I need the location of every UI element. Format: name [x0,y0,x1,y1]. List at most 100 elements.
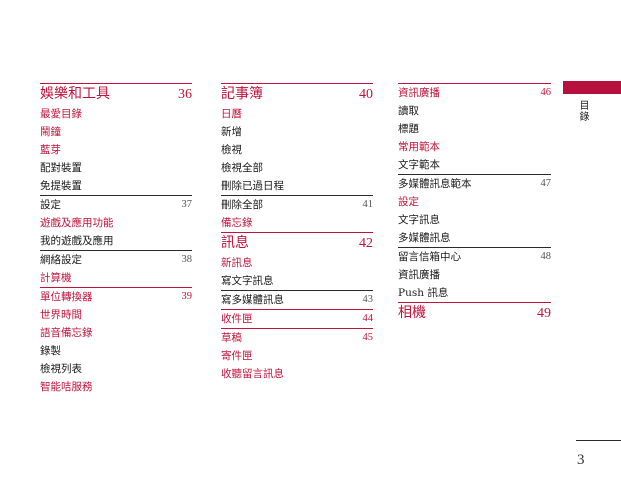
toc-entry-title: 備忘錄 [221,217,253,229]
toc-entry[interactable]: 常用範本 [398,138,551,156]
toc-entry-title: 新訊息 [221,257,253,269]
toc-entry-title: 寫文字訊息 [221,275,274,287]
toc-entry-title: 世界時間 [40,309,82,321]
toc-entry-title: 文字訊息 [398,214,440,226]
toc-entry[interactable]: 多媒體訊息 [398,229,551,247]
toc-entry[interactable]: 文字訊息 [398,211,551,229]
toc-entry-title: 配對裝置 [40,162,82,174]
toc-entry[interactable]: 語音備忘錄 [40,324,192,342]
toc-entry[interactable]: 新訊息 [221,254,373,272]
toc-entry[interactable]: 資訊廣播 [398,266,551,284]
toc-entry[interactable]: 草稿 45 [221,328,373,347]
toc-entry[interactable]: 訊息 42 [221,232,373,254]
toc-entry-title: 刪除已過日程 [221,180,284,192]
toc-entry-page: 45 [362,332,374,343]
toc-entry[interactable]: 收聽留言訊息 [221,365,373,383]
toc-entry-page: 44 [362,313,374,324]
toc-entry-title: 留言信箱中心 [398,251,461,263]
toc-entry-title: 藍芽 [40,144,61,156]
toc-entry-title: 刪除全部 [221,199,263,211]
toc-entry-page: 41 [362,199,374,210]
toc-entry-title: 寄件匣 [221,350,253,362]
toc-entry[interactable]: 留言信箱中心 48 [398,247,551,266]
bottom-rule [576,440,621,441]
toc-entry[interactable]: 刪除全部 41 [221,195,373,214]
toc-entry-title: 鬧鐘 [40,126,61,138]
toc-entry[interactable]: 多媒體訊息範本 47 [398,174,551,193]
toc-entry[interactable]: 娛樂和工具 36 [40,83,192,105]
toc-entry[interactable]: 日曆 [221,105,373,123]
toc-entry-title: 資訊廣播 [398,269,440,281]
toc-entry-title: 讀取 [398,105,419,117]
toc-entry[interactable]: 新增 [221,123,373,141]
toc-entry-title: 設定 [398,196,419,208]
toc-entry-page: 40 [359,87,373,102]
toc-entry-title: 草稿 [221,332,242,344]
toc-entry[interactable]: 設定 [398,193,551,211]
toc-entry-title: 遊戲及應用功能 [40,217,114,229]
toc-entry-page: 37 [181,199,193,210]
toc-entry[interactable]: 文字範本 [398,156,551,174]
section-tab [563,81,621,94]
toc-entry-title: 我的遊戲及應用 [40,235,114,247]
toc-entry-page: 48 [540,251,552,262]
toc-entry[interactable]: 檢視列表 [40,360,192,378]
toc-entry[interactable]: 世界時間 [40,306,192,324]
toc-entry[interactable]: 刪除已過日程 [221,177,373,195]
toc-entry[interactable]: 標題 [398,120,551,138]
toc-entry[interactable]: 讀取 [398,102,551,120]
toc-entry[interactable]: 配對裝置 [40,159,192,177]
toc-entry-title: 檢視 [221,144,242,156]
toc-entry-page: 42 [359,236,373,251]
toc-entry-title: 智能咭服務 [40,381,93,393]
toc-entry-page: 36 [178,87,192,102]
toc-entry[interactable]: 藍芽 [40,141,192,159]
toc-entry-title: 多媒體訊息範本 [398,178,472,190]
toc-entry-title: 多媒體訊息 [398,232,451,244]
toc-entry-page: 43 [362,294,374,305]
toc-entry-title: Push 訊息 [398,287,449,299]
toc-entry[interactable]: 檢視 [221,141,373,159]
toc-entry-title: 最愛目錄 [40,108,82,120]
toc-entry[interactable]: 檢視全部 [221,159,373,177]
toc-entry-title: 資訊廣播 [398,87,440,99]
toc-entry-title: 訊息 [221,235,249,251]
toc-entry-title: 新增 [221,126,242,138]
toc-entry-title: 錄製 [40,345,61,357]
toc-entry-title: 免提裝置 [40,180,82,192]
toc-entry-page: 38 [181,254,193,265]
toc-entry[interactable]: 智能咭服務 [40,378,192,396]
toc-entry-title: 單位轉換器 [40,291,93,303]
toc-entry-title: 日曆 [221,108,242,120]
toc-entry[interactable]: 寫文字訊息 [221,272,373,290]
toc-entry[interactable]: 備忘錄 [221,214,373,232]
toc-entry[interactable]: 遊戲及應用功能 [40,214,192,232]
toc-entry[interactable]: 錄製 [40,342,192,360]
toc-entry-page: 47 [540,178,552,189]
toc-entry[interactable]: 計算機 [40,269,192,287]
toc-entry[interactable]: 免提裝置 [40,177,192,195]
toc-entry[interactable]: 我的遊戲及應用 [40,232,192,250]
toc-entry[interactable]: 相機 49 [398,302,551,324]
toc-entry[interactable]: Push 訊息 [398,284,551,302]
toc-entry-title: 計算機 [40,272,72,284]
toc-entry-title: 相機 [398,305,426,321]
toc-entry-page: 49 [537,306,551,321]
toc-entry-title: 娛樂和工具 [40,86,110,102]
toc-entry[interactable]: 寄件匣 [221,347,373,365]
side-label: 目錄 [577,100,588,122]
toc-entry[interactable]: 鬧鐘 [40,123,192,141]
toc-entry[interactable]: 收件匣 44 [221,309,373,328]
toc-entry-title: 常用範本 [398,141,440,153]
toc-entry[interactable]: 最愛目錄 [40,105,192,123]
toc-entry-title: 收件匣 [221,313,253,325]
toc-entry-title: 收聽留言訊息 [221,368,284,380]
